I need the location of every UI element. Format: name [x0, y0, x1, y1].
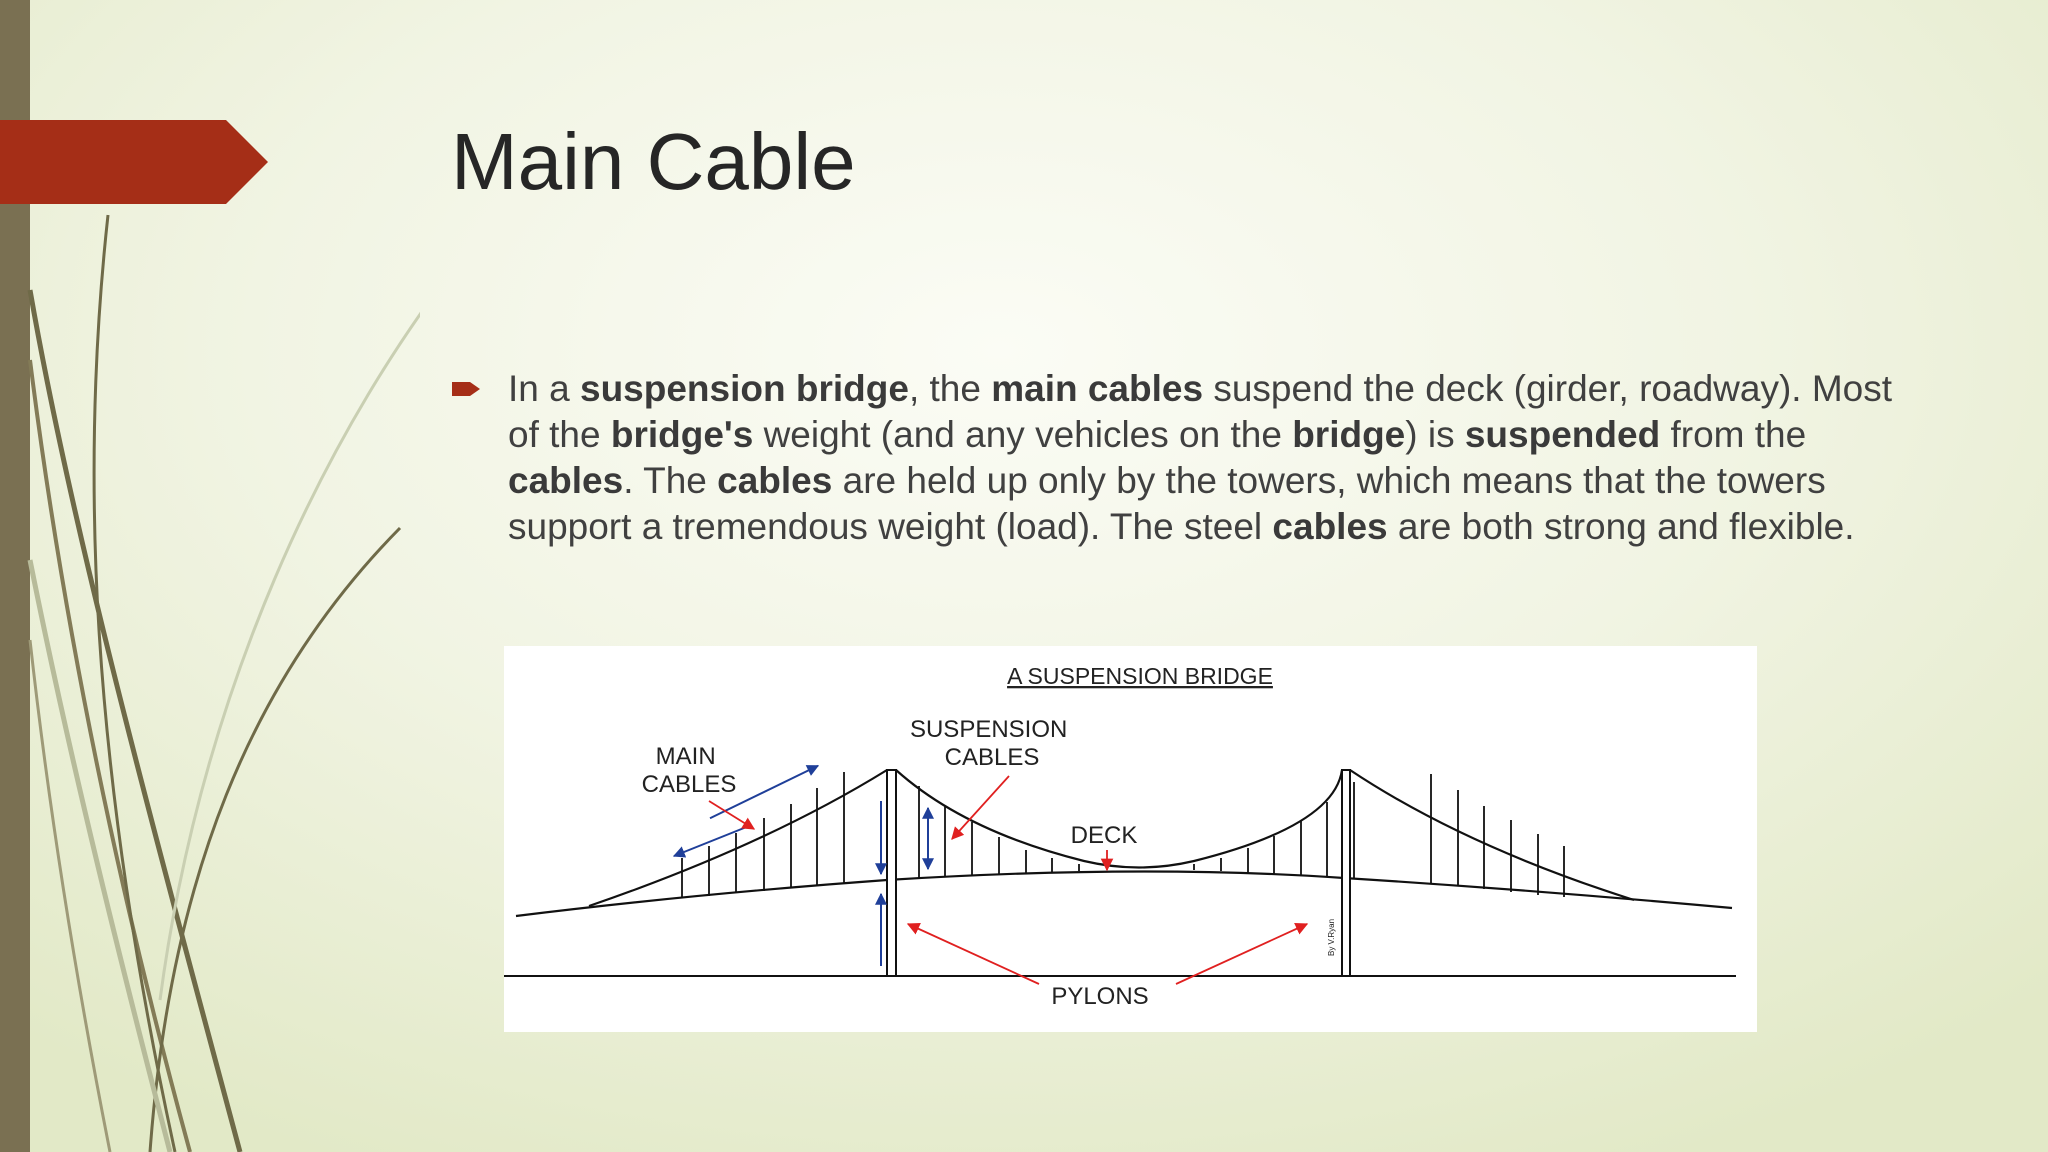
bullet-paragraph: In a suspension bridge, the main cables …: [508, 368, 1893, 547]
force-arrows: [672, 764, 934, 966]
main-cable-right: [1349, 769, 1635, 902]
main-cable-left: [588, 769, 888, 908]
label-pylons: PYLONS: [1051, 983, 1148, 1010]
label-deck: DECK: [1071, 822, 1138, 849]
title-accent-arrow: [0, 120, 268, 204]
bridge-deck: [515, 870, 1733, 918]
pylon-left: [886, 769, 897, 977]
diagram-title: A SUSPENSION BRIDGE: [1007, 663, 1273, 689]
arrow-bullet-icon: [452, 382, 480, 396]
label-main-cables: MAIN CABLES: [642, 743, 737, 798]
main-cable-center: [895, 769, 1344, 869]
suspension-hangers: [681, 772, 1565, 898]
image-credit: By V.Ryan: [1327, 919, 1336, 956]
decorative-grass-strokes: [27, 214, 420, 1152]
slide-title: Main Cable: [451, 117, 856, 206]
suspension-bridge-diagram: A SUSPENSION BRIDGE: [504, 646, 1757, 1032]
pointer-arrows: [708, 775, 1309, 985]
label-suspension-cables: SUSPENSION CABLES: [910, 716, 1074, 771]
pylon-right: [1341, 769, 1351, 977]
